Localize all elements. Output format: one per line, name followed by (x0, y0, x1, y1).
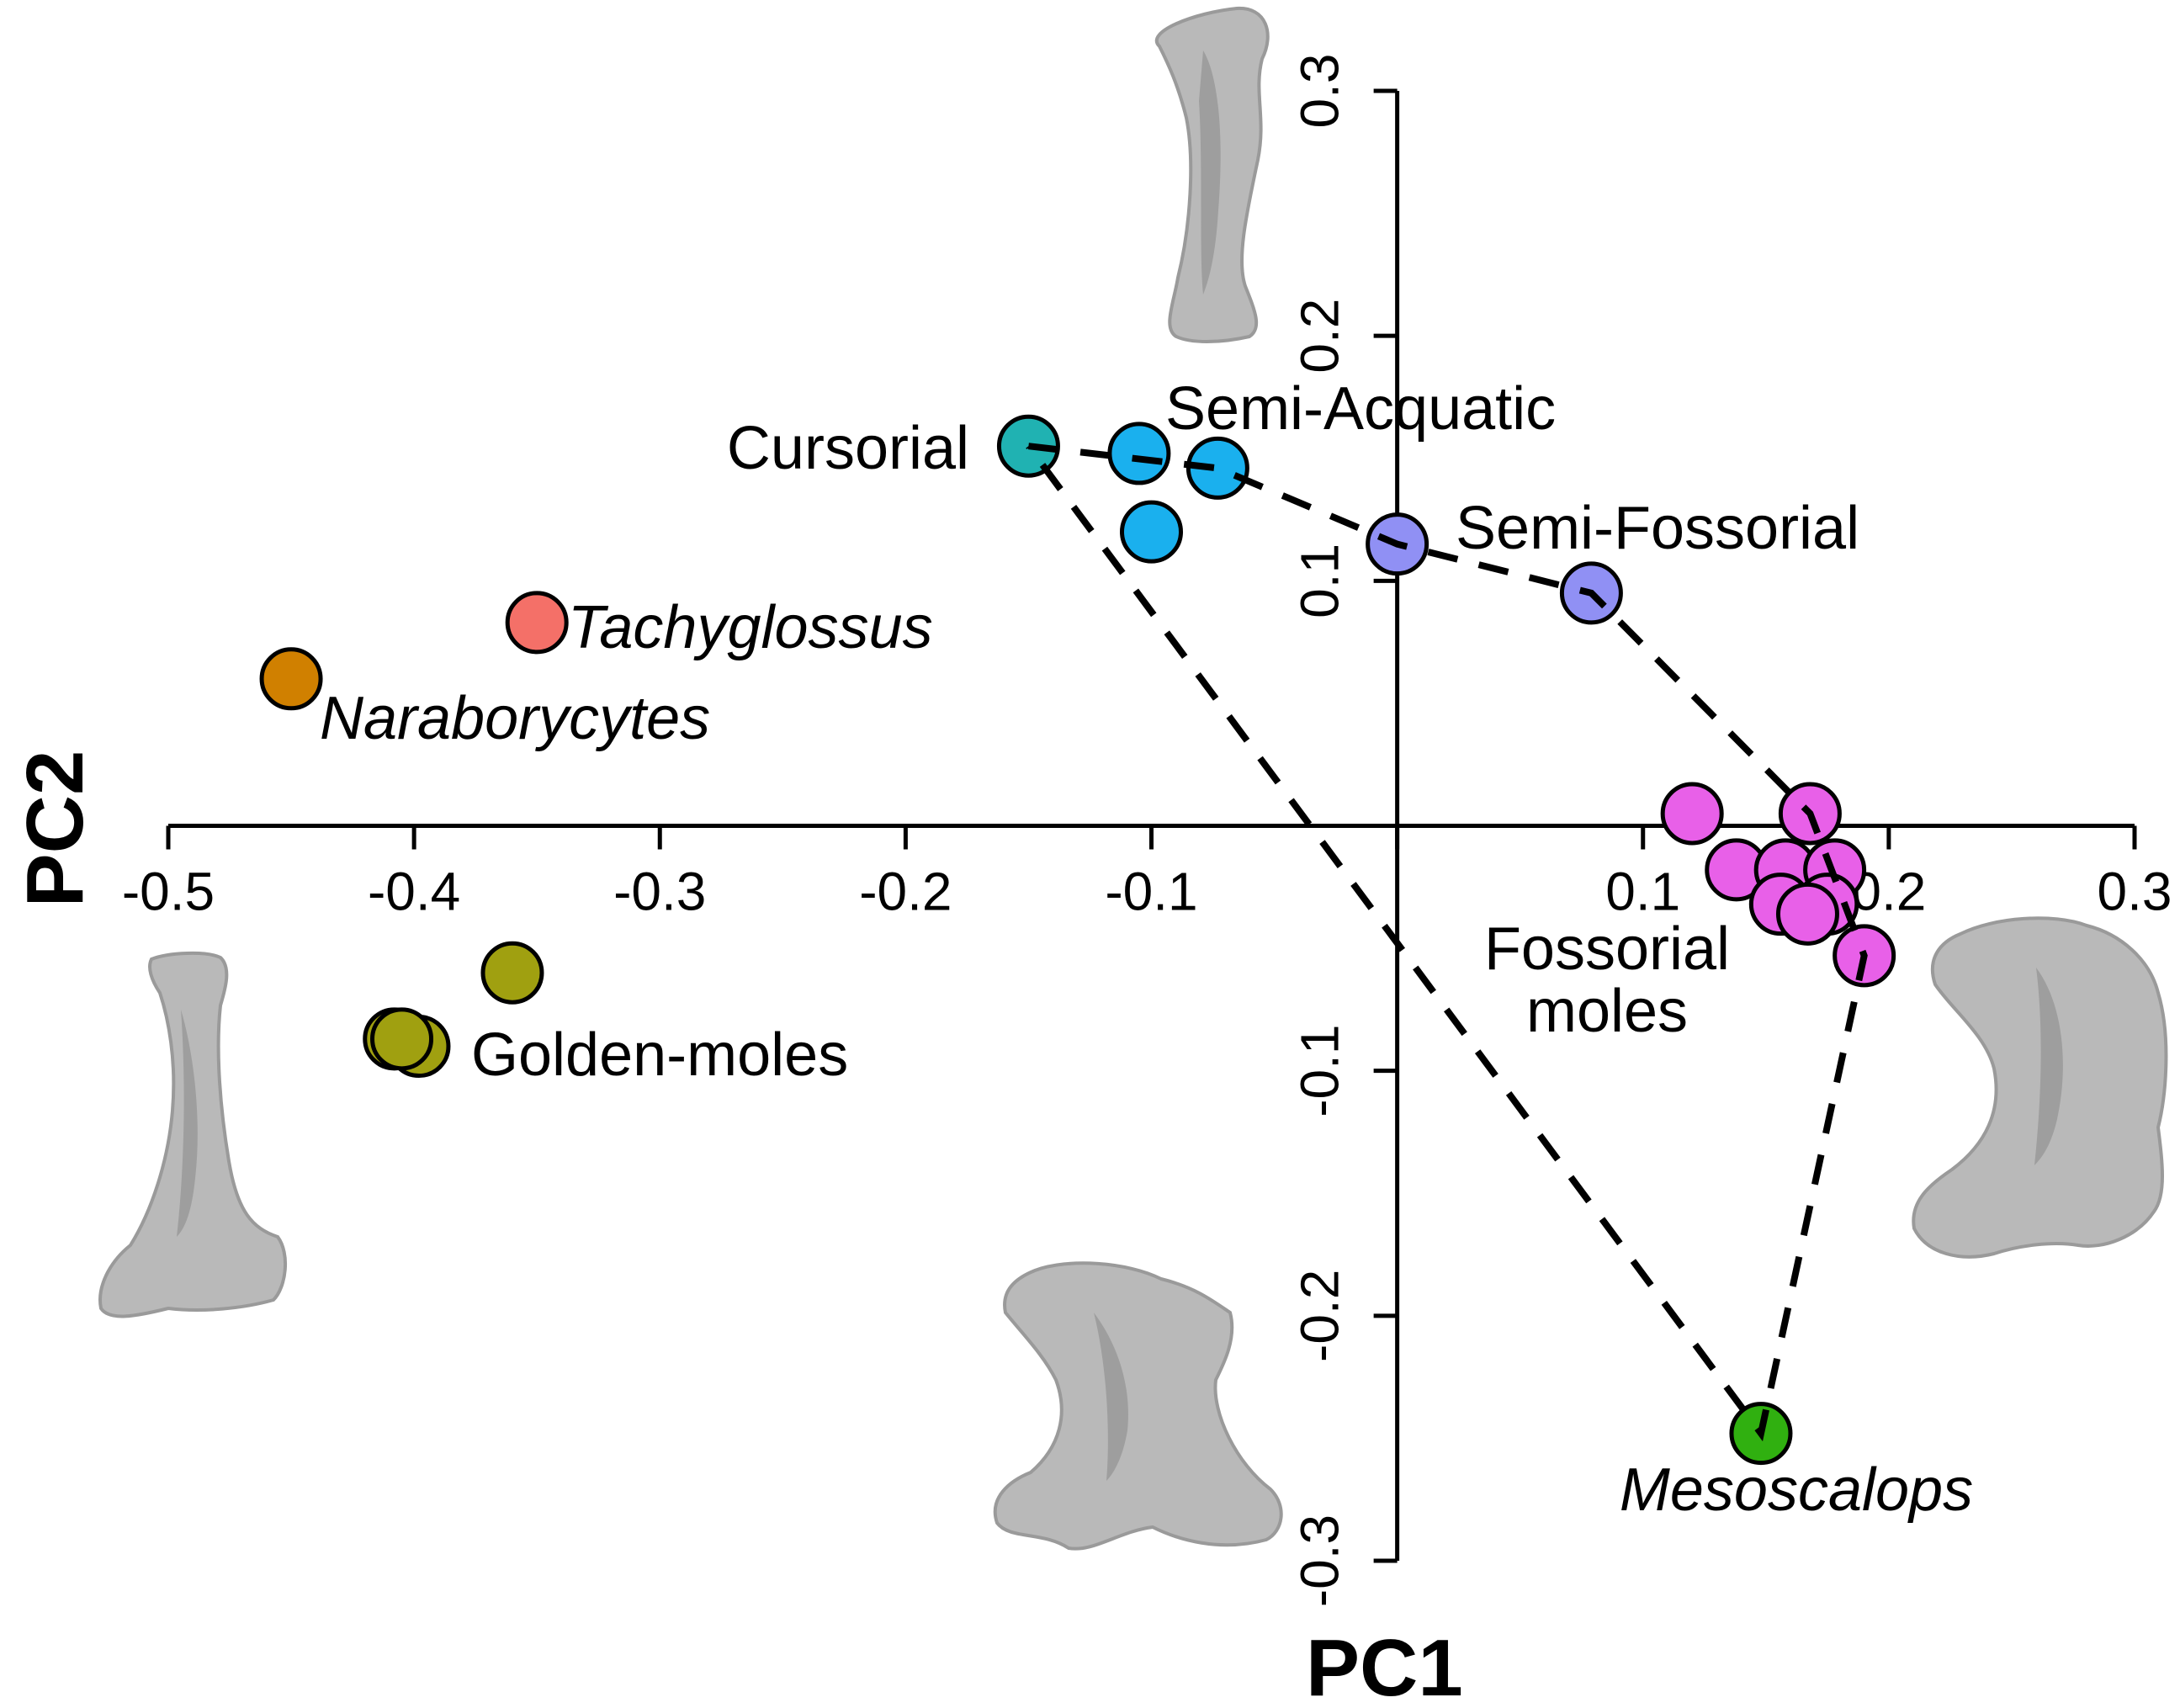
label-tachyglossus: Tachyglossus (568, 594, 933, 661)
label-semi-acquatic: Semi-Acquatic (1165, 375, 1556, 443)
humerus-shape-left (98, 951, 288, 1318)
y-tick-label: 0.1 (1290, 544, 1350, 618)
x-tick-label: -0.3 (613, 862, 706, 922)
humerus-shape-right (1912, 916, 2168, 1259)
label-mesoscalops: Mesoscalops (1620, 1456, 1973, 1524)
x-tick-label: -0.4 (368, 862, 460, 922)
data-point-semi-acquatic (1107, 422, 1171, 485)
y-axis-title: PC2 (10, 751, 100, 908)
x-tick-label: -0.2 (859, 862, 952, 922)
data-point-fossorial-moles (1775, 882, 1839, 946)
x-tick-label: 0.1 (1605, 862, 1680, 922)
data-point-golden-moles (480, 941, 544, 1005)
data-point-naraborycytes (259, 647, 323, 711)
data-point-golden-moles (370, 1007, 434, 1071)
y-tick-label: 0.3 (1290, 54, 1350, 129)
label-fossorial-line-1: Fossorial (1484, 915, 1730, 983)
x-axis-title: PC1 (1306, 1623, 1463, 1708)
x-tick-label: 0.3 (2098, 862, 2172, 922)
label-semi-fossorial: Semi-Fossorial (1456, 495, 1859, 562)
y-axis-ticks: -0.3 -0.2 -0.1 0.1 0.2 0.3 (1290, 54, 1398, 1607)
humerus-shape-top (1155, 6, 1270, 343)
label-golden-moles: Golden-moles (471, 1021, 848, 1089)
data-point-semi-acquatic (1120, 500, 1183, 564)
data-point-semi-acquatic (1185, 436, 1249, 500)
y-tick-label: -0.3 (1290, 1514, 1350, 1607)
group-labels: Cursorial Semi-Acquatic Semi-Fossorial F… (320, 375, 1973, 1524)
x-tick-label: -0.1 (1105, 862, 1197, 922)
label-fossorial-line-2: moles (1526, 978, 1688, 1045)
dashed-hull-outline (1026, 443, 1868, 1442)
label-naraborycytes: Naraborycytes (320, 685, 710, 752)
y-tick-label: -0.1 (1290, 1025, 1350, 1117)
x-tick-label: -0.5 (122, 862, 215, 922)
data-point-fossorial-moles (1660, 782, 1724, 846)
humerus-shape-bottom (993, 1261, 1283, 1551)
data-point-tachyglossus (505, 591, 569, 655)
y-tick-label: 0.2 (1290, 299, 1350, 374)
label-cursorial: Cursorial (727, 415, 969, 482)
y-tick-label: -0.2 (1290, 1270, 1350, 1362)
y-axis: -0.3 -0.2 -0.1 0.1 0.2 0.3 (1290, 54, 1400, 1607)
